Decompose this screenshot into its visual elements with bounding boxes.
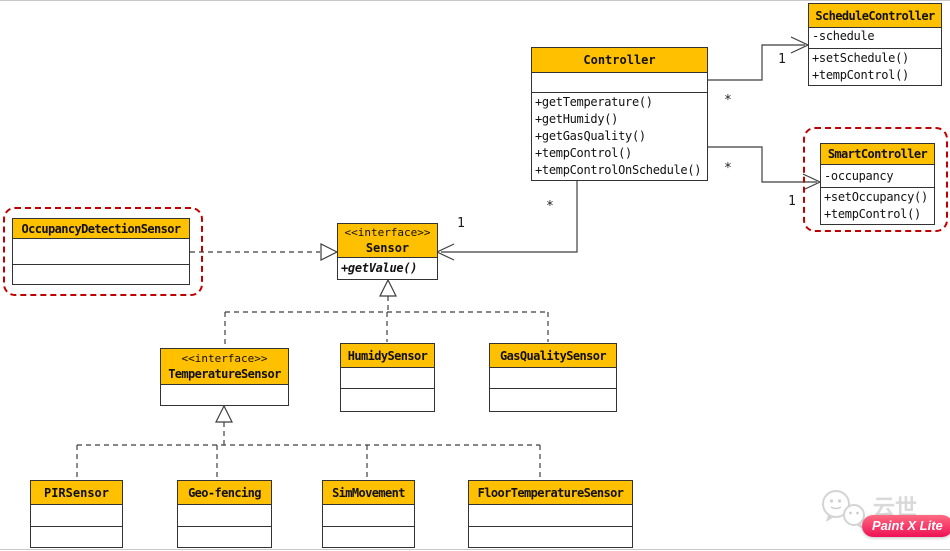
method: +setOccupancy() bbox=[824, 190, 928, 204]
stereotype-label: <<interface>> bbox=[344, 226, 431, 239]
methods-compartment bbox=[13, 265, 189, 284]
class-geofencing[interactable]: Geo-fencing bbox=[177, 480, 272, 548]
class-humidysensor[interactable]: HumidySensor bbox=[340, 343, 435, 412]
attribute: -schedule bbox=[812, 29, 875, 43]
multiplicity-smart-one: 1 bbox=[788, 194, 796, 209]
attribute: -occupancy bbox=[824, 169, 894, 183]
watermark-badge: Paint X Lite bbox=[862, 515, 950, 537]
highlight-occupancy-detection-sensor bbox=[3, 207, 203, 296]
methods-compartment: +getTemperature() +getHumidy() +getGasQu… bbox=[532, 93, 707, 180]
association-controller-schedulecontroller bbox=[708, 44, 805, 81]
highlight-smart-controller bbox=[803, 127, 948, 232]
attributes-compartment bbox=[178, 505, 271, 527]
class-smartcontroller[interactable]: SmartController -occupancy +setOccupancy… bbox=[820, 143, 935, 225]
class-simmovement[interactable]: SimMovement bbox=[322, 480, 415, 548]
method: +tempControl() bbox=[812, 68, 909, 82]
class-gasqualitysensor[interactable]: GasQualitySensor bbox=[489, 343, 617, 412]
attributes-compartment bbox=[31, 505, 122, 527]
methods-compartment bbox=[178, 527, 271, 547]
methods-compartment bbox=[469, 527, 632, 547]
multiplicity-schedule-many: * bbox=[724, 93, 732, 108]
class-name: TemperatureSensor bbox=[168, 366, 281, 381]
method: +getValue() bbox=[341, 261, 418, 275]
class-name: SmartController bbox=[827, 147, 928, 161]
generalization-triangle-temperaturesensor bbox=[215, 404, 233, 423]
attributes-compartment bbox=[13, 239, 189, 265]
class-floortemperaturesensor[interactable]: FloorTemperatureSensor bbox=[468, 480, 633, 548]
top-border-line bbox=[0, 0, 950, 1]
attributes-compartment bbox=[323, 505, 414, 527]
association-controller-sensor bbox=[441, 178, 578, 253]
multiplicity-schedule-one: 1 bbox=[778, 52, 786, 67]
method: +tempControlOnSchedule() bbox=[535, 163, 702, 177]
class-name: HumidySensor bbox=[347, 348, 428, 363]
generalization-triangle-sensor-bottom bbox=[379, 278, 397, 297]
attributes-compartment bbox=[490, 368, 616, 389]
methods-compartment: +setSchedule() +tempControl() bbox=[809, 49, 941, 85]
class-name: OccupancyDetectionSensor bbox=[21, 221, 182, 236]
methods-compartment: +setOccupancy() +tempControl() bbox=[821, 188, 934, 224]
class-name: Controller bbox=[583, 53, 656, 67]
methods-compartment bbox=[341, 389, 434, 411]
attributes-compartment: -schedule bbox=[809, 28, 941, 49]
class-name: SimMovement bbox=[332, 485, 405, 500]
multiplicity-smart-many: * bbox=[724, 161, 732, 176]
method: +tempControl() bbox=[824, 207, 921, 221]
method: +getHumidy() bbox=[535, 112, 619, 126]
methods-compartment bbox=[31, 527, 122, 547]
class-name: FloorTemperatureSensor bbox=[477, 485, 624, 500]
methods-compartment: +getValue() bbox=[338, 258, 437, 279]
bottom-border-line bbox=[0, 549, 950, 550]
chat-bubbles-icon bbox=[822, 490, 865, 529]
methods-compartment bbox=[323, 527, 414, 547]
method: +setSchedule() bbox=[812, 51, 909, 65]
class-sensor-interface[interactable]: <<interface>> Sensor +getValue() bbox=[337, 223, 438, 280]
class-name: GasQualitySensor bbox=[500, 348, 607, 363]
empty-compartment bbox=[161, 385, 288, 405]
class-name: Geo-fencing bbox=[188, 485, 261, 500]
stereotype-label: <<interface>> bbox=[181, 351, 268, 365]
association-controller-smartcontroller bbox=[708, 146, 817, 183]
class-occupancydetectionsensor[interactable]: OccupancyDetectionSensor bbox=[12, 218, 190, 285]
watermark: 云世 Paint X Lite bbox=[818, 488, 950, 548]
class-name: PIRSensor bbox=[43, 485, 110, 500]
method: +tempControl() bbox=[535, 146, 632, 160]
class-controller[interactable]: Controller +getTemperature() +getHumidy(… bbox=[531, 47, 708, 181]
attributes-compartment bbox=[469, 505, 632, 527]
multiplicity-sensor-many: * bbox=[546, 199, 554, 214]
method: +getGasQuality() bbox=[535, 129, 646, 143]
class-pirsensor[interactable]: PIRSensor bbox=[30, 480, 123, 548]
class-name: ScheduleController bbox=[815, 8, 935, 23]
class-name: Sensor bbox=[365, 241, 410, 255]
class-temperaturesensor-interface[interactable]: <<interface>> TemperatureSensor bbox=[160, 348, 289, 406]
attributes-compartment bbox=[341, 368, 434, 389]
multiplicity-sensor-one: 1 bbox=[457, 216, 465, 231]
attributes-compartment: -occupancy bbox=[821, 165, 934, 188]
realization-triangle-sensor-left bbox=[320, 243, 339, 261]
methods-compartment bbox=[490, 389, 616, 411]
class-schedulecontroller[interactable]: ScheduleController -schedule +setSchedul… bbox=[808, 3, 942, 86]
method: +getTemperature() bbox=[535, 95, 653, 109]
attributes-compartment bbox=[532, 73, 707, 93]
